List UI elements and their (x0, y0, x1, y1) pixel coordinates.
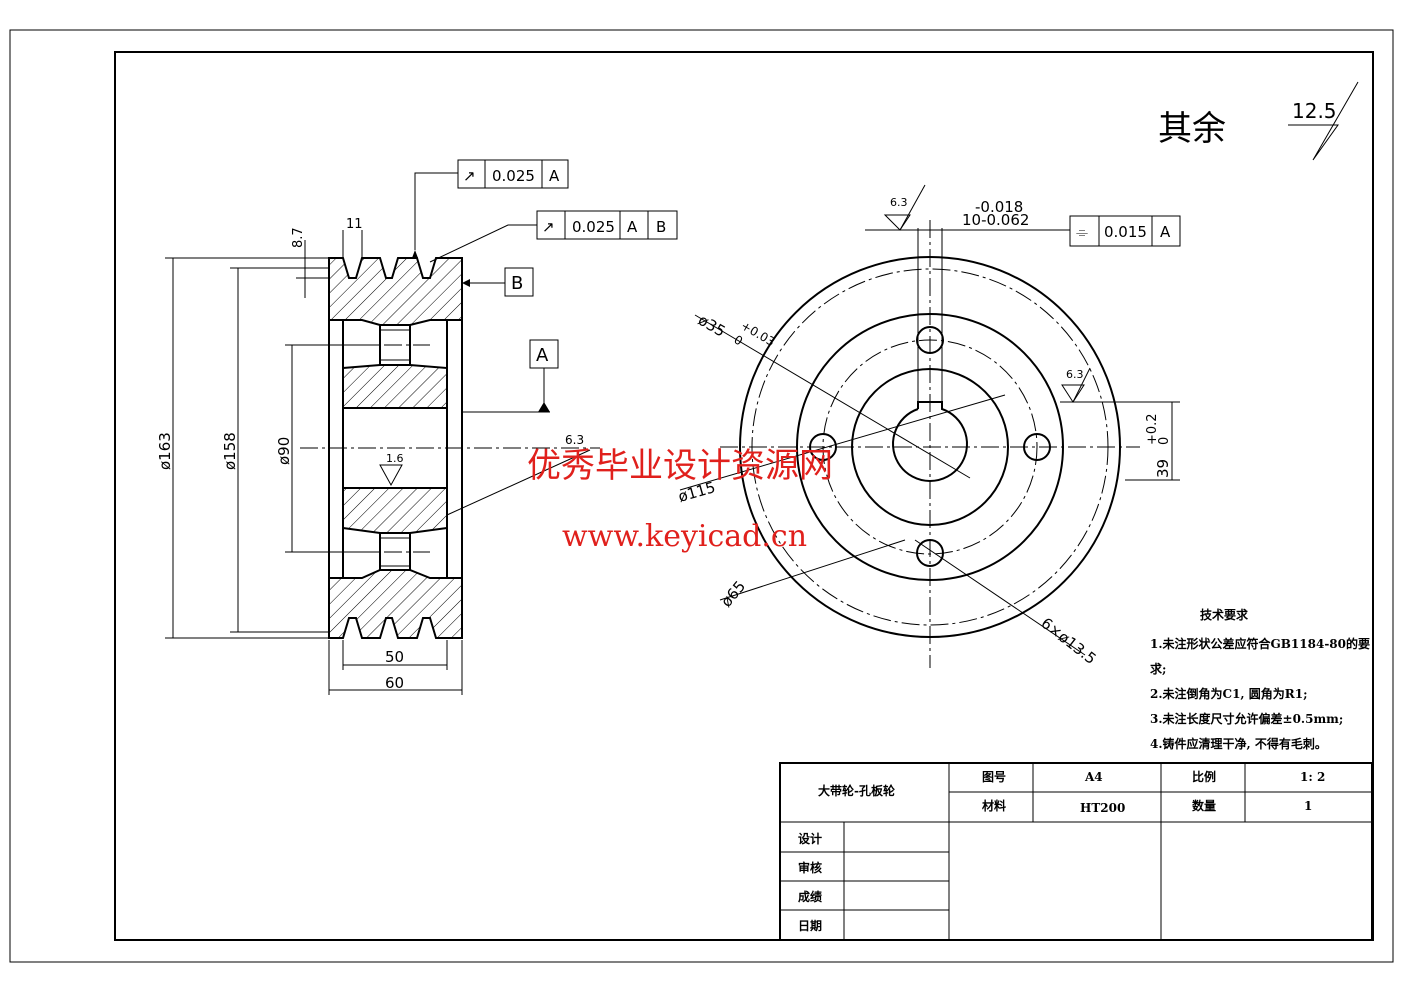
dim-depth-tol-upper: +0.2 (1145, 413, 1160, 445)
runout-fcf-ab: ↗ 0.025 A B (536, 210, 678, 240)
material-label: 材料 (981, 798, 1006, 813)
drawing-no-label: 图号 (982, 769, 1006, 784)
dim-holes: 6×ø13.5 (1038, 614, 1100, 668)
datum-b: B (511, 273, 523, 294)
fcf-datum: A (549, 167, 560, 185)
fcf-datum: A (1160, 223, 1171, 241)
fcf-tolerance: 0.025 (492, 167, 535, 185)
roughness-1-6-icon (379, 464, 403, 487)
tech-req-item: 2.未注倒角为C1, 圆角为R1; (1150, 686, 1308, 701)
dim-key-tol: -0.018 (975, 198, 1023, 216)
roughness-value: 12.5 (1292, 99, 1337, 123)
dim-bore: ø35 (695, 311, 728, 341)
dim-d158: ø158 (221, 432, 239, 470)
tech-req-title: 技术要求 (1200, 607, 1249, 622)
material-value: HT200 (1080, 801, 1125, 815)
tech-req-item: 4.铸件应清理干净, 不得有毛刺。 (1150, 736, 1327, 751)
watermark-title: 优秀毕业设计资源网 (527, 446, 833, 486)
dim-w60: 60 (385, 674, 404, 692)
inner-border (114, 51, 1374, 941)
roughness-1-6: 1.6 (386, 452, 404, 465)
watermark-url: www.keyicad.cn (562, 519, 807, 554)
date-label: 日期 (798, 918, 822, 933)
symmetry-icon: ⌯ (1076, 223, 1088, 241)
quantity-value: 1 (1304, 799, 1312, 813)
part-name: 大带轮-孔板轮 (818, 783, 896, 798)
dim-d65: ø65 (717, 577, 749, 610)
section-view: ø163 ø158 ø90 50 60 8.7 11 6.3 1.6 ↗ 0.0… (156, 159, 678, 695)
roughness-6-3: 6.3 (1066, 368, 1084, 381)
design-label: 设计 (798, 831, 822, 846)
roughness-symbol-icon (1288, 81, 1359, 161)
fcf-tolerance: 0.015 (1104, 223, 1147, 241)
runout-icon: ↗ (463, 167, 476, 185)
dim-depth: 39 (1154, 459, 1172, 478)
symmetry-fcf: ⌯ 0.015 A (1069, 215, 1181, 247)
scale-value: 1: 2 (1300, 770, 1325, 784)
grade-label: 成绩 (798, 889, 822, 904)
dim-w11: 11 (346, 217, 363, 232)
quantity-label: 数量 (1192, 798, 1216, 813)
tech-req-item: 3.未注长度尺寸允许偏差±0.5mm; (1150, 711, 1343, 726)
runout-fcf-a: ↗ 0.025 A (457, 159, 569, 189)
fcf-datum: B (656, 218, 666, 236)
technical-requirements: 技术要求 1.未注形状公差应符合GB1184-80的要 求; 2.未注倒角为C1… (1150, 607, 1370, 751)
roughness-6-3: 6.3 (890, 196, 908, 209)
dim-bore-tol-lower: 0 (732, 332, 746, 348)
roughness-label: 其余 (1158, 109, 1226, 149)
scale-label: 比例 (1192, 769, 1216, 784)
dim-depth-tol-lower: 0 (1157, 437, 1172, 445)
dim-d90: ø90 (275, 437, 293, 465)
review-label: 审核 (798, 860, 822, 875)
datum-a: A (536, 345, 549, 366)
tech-req-item: 1.未注形状公差应符合GB1184-80的要 (1150, 636, 1370, 651)
dim-h8-7: 8.7 (291, 227, 306, 248)
fcf-datum: A (627, 218, 638, 236)
tech-req-item: 求; (1150, 661, 1166, 676)
front-view: 6.3 6.3 -0.018 10-0.062 ⌯ 0.015 A ø35 +0… (676, 184, 1181, 668)
drawing-no: A4 (1084, 770, 1103, 784)
dim-w50: 50 (385, 648, 404, 666)
default-roughness: 其余 12.5 (1158, 81, 1359, 161)
fcf-tolerance: 0.025 (572, 218, 615, 236)
outer-frame (9, 29, 1394, 963)
dim-key-width: 10-0.062 (962, 211, 1029, 229)
dim-d163: ø163 (156, 432, 174, 470)
roughness-6-3: 6.3 (565, 433, 584, 447)
title-block: 大带轮-孔板轮 图号 A4 比例 1: 2 材料 HT200 数量 1 设计 审… (779, 762, 1373, 941)
runout-icon: ↗ (542, 218, 555, 236)
